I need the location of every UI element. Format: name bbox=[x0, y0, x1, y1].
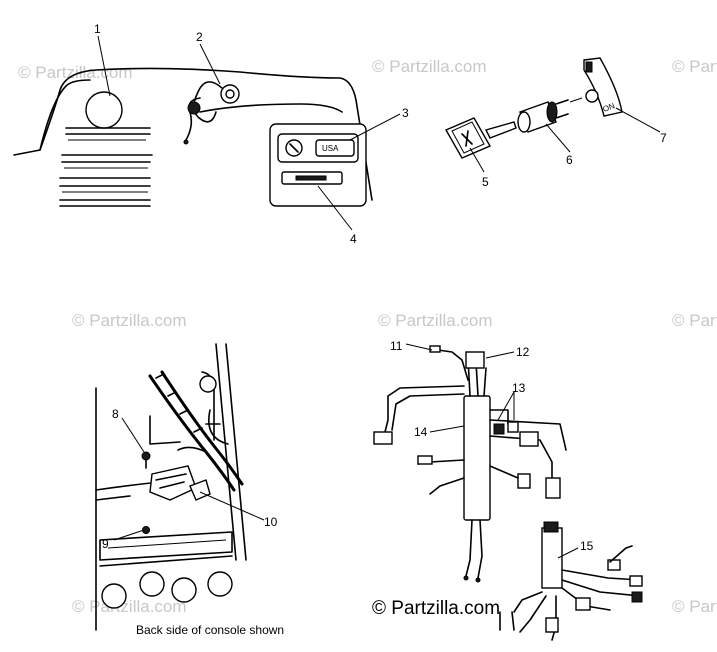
screw-8 bbox=[141, 451, 151, 461]
watermarks: © Partzilla.com © Partzilla.com © Partzi… bbox=[18, 57, 717, 619]
console-back-illustration bbox=[95, 343, 247, 631]
watermark: © Partzilla.com bbox=[72, 597, 187, 616]
callout-11: 11 bbox=[390, 339, 403, 353]
usa-decal-text: USA bbox=[322, 144, 339, 153]
callout-4: 4 bbox=[350, 232, 357, 246]
callout-3: 3 bbox=[402, 106, 409, 120]
decal-circle bbox=[85, 91, 123, 129]
callout-15: 15 bbox=[580, 539, 594, 553]
leader-lines bbox=[97, 35, 661, 559]
main-harness-sleeve bbox=[463, 395, 491, 521]
ignition-switch bbox=[517, 97, 583, 133]
watermark-footer: © Partzilla.com bbox=[372, 598, 500, 619]
callout-5: 5 bbox=[482, 175, 489, 189]
callout-2: 2 bbox=[196, 30, 203, 44]
watermark: © Partzilla.com bbox=[672, 597, 717, 616]
callout-13: 13 bbox=[512, 381, 526, 395]
callout-10: 10 bbox=[264, 515, 278, 529]
callout-14: 14 bbox=[414, 425, 428, 439]
wiring-harness-illustration bbox=[373, 345, 643, 641]
callout-numbers: 1 2 3 4 5 6 7 8 9 10 11 12 13 14 15 bbox=[94, 22, 667, 553]
decal-on-text: ON bbox=[602, 101, 617, 114]
usa-decal bbox=[315, 139, 355, 157]
watermark: © Partzilla.com bbox=[72, 311, 187, 330]
hood-console-illustration: USA bbox=[13, 67, 373, 207]
connector-12 bbox=[465, 351, 485, 369]
watermark: © Partzilla.com bbox=[372, 57, 487, 76]
caption: Back side of console shown bbox=[136, 623, 284, 637]
callout-1: 1 bbox=[94, 22, 101, 36]
on-off-decal: ON bbox=[583, 57, 623, 117]
watermark: © Partzilla.com bbox=[378, 311, 493, 330]
watermark: © Partzilla.com bbox=[672, 57, 717, 76]
key bbox=[445, 117, 517, 159]
callout-6: 6 bbox=[566, 153, 573, 167]
watermark: © Partzilla.com bbox=[18, 63, 133, 82]
watermark: © Partzilla.com bbox=[672, 311, 717, 330]
callout-8: 8 bbox=[112, 407, 119, 421]
ignition-illustration: ON bbox=[445, 57, 623, 159]
callout-12: 12 bbox=[516, 345, 530, 359]
callout-9: 9 bbox=[102, 537, 109, 551]
callout-7: 7 bbox=[660, 131, 667, 145]
